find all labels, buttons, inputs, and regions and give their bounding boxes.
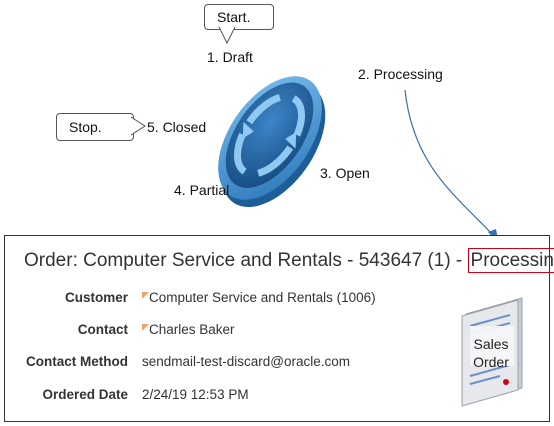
change-flag-icon	[142, 292, 149, 299]
change-flag-icon	[142, 324, 149, 331]
ordered-date-label: Ordered Date	[42, 387, 128, 402]
customer-value[interactable]: Computer Service and Rentals (1006)	[142, 290, 376, 305]
stage-draft-label: 1. Draft	[207, 49, 253, 65]
ordered-date-value: 2/24/19 12:53 PM	[142, 387, 249, 402]
order-status-highlight: Processing	[467, 248, 554, 273]
contact-label: Contact	[77, 322, 128, 337]
customer-label: Customer	[64, 290, 128, 305]
sales-order-icon-label: Sales Order	[469, 335, 513, 371]
stop-callout-text: Stop.	[69, 119, 102, 135]
stage-partial-label: 4. Partial	[174, 182, 230, 198]
sales-order-label-line2: Order	[473, 354, 509, 370]
stage-closed-label: 5. Closed	[147, 119, 207, 135]
contact-method-value: sendmail-test-discard@oracle.com	[142, 354, 351, 369]
contact-value-text: Charles Baker	[149, 322, 235, 337]
cycle-disc-icon	[218, 76, 326, 208]
stage-open-label: 3. Open	[320, 165, 370, 181]
sales-order-label-line1: Sales	[473, 336, 509, 352]
start-callout-text: Start.	[217, 9, 251, 25]
start-callout: Start.	[204, 4, 274, 30]
order-panel: Order: Computer Service and Rentals - 54…	[4, 235, 554, 422]
sales-order-document-icon	[461, 297, 523, 407]
customer-value-text: Computer Service and Rentals (1006)	[149, 290, 376, 305]
stop-callout: Stop.	[56, 113, 134, 141]
start-callout-pointer	[218, 27, 236, 45]
order-title: Order: Computer Service and Rentals - 54…	[24, 248, 554, 273]
stop-callout-pointer	[131, 116, 146, 136]
processing-connector-arrow	[404, 89, 499, 245]
contact-value[interactable]: Charles Baker	[142, 322, 235, 337]
order-title-prefix: Order: Computer Service and Rentals - 54…	[24, 250, 463, 271]
contact-method-label: Contact Method	[26, 354, 128, 369]
stage-processing-label: 2. Processing	[358, 66, 443, 82]
